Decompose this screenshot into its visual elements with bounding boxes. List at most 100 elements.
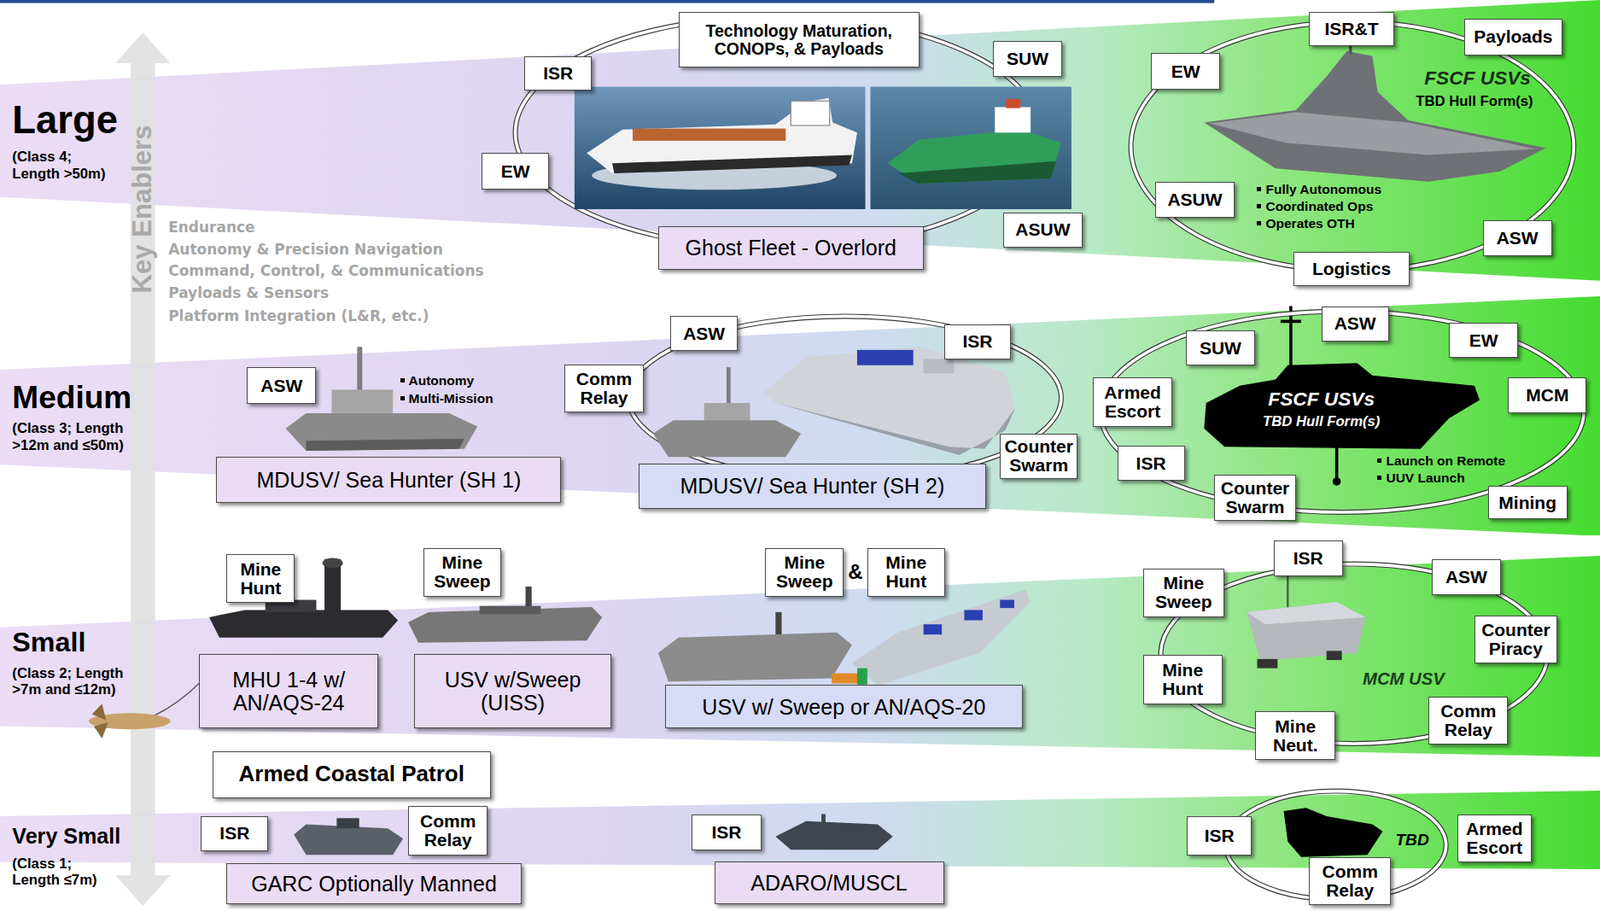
text-slot: (Class 4; Length >50m) bbox=[11, 148, 119, 182]
box-label: MCM bbox=[1525, 385, 1569, 405]
band-title: Large bbox=[11, 99, 133, 141]
box-label: Technology Maturation, CONOPs, & Payload… bbox=[683, 22, 916, 58]
platform-box: MDUSV/ Sea Hunter (SH 1) bbox=[216, 456, 561, 503]
label-slot: Key Enablers bbox=[127, 125, 158, 294]
mission-box: Armed Escort bbox=[1092, 377, 1173, 427]
usv-sweep-boats bbox=[923, 624, 943, 635]
ellipse-text: TBD Hull Form(s) bbox=[1397, 93, 1551, 110]
ellipse-text: Launch on Remote bbox=[1385, 453, 1506, 468]
mission-box: Counter Swarm bbox=[1214, 474, 1297, 521]
platform-box: ADARO/MUSCL bbox=[714, 861, 945, 905]
mission-box: MCM bbox=[1507, 377, 1587, 414]
box-label: Mine Sweep bbox=[427, 553, 497, 591]
text-slot: TBD Hull Form(s) bbox=[1244, 414, 1398, 430]
ellipse-rim bbox=[1130, 21, 1574, 271]
box-label: SUW bbox=[1006, 49, 1049, 69]
fscf-medium-silhouette bbox=[1280, 320, 1302, 324]
band-title: Medium bbox=[11, 380, 155, 415]
text-slot: UUV Launch bbox=[1377, 470, 1541, 485]
text-slot: FSCF USVs bbox=[1406, 67, 1549, 89]
box-label: GARC Optionally Manned bbox=[251, 872, 497, 895]
mission-box: ISR bbox=[524, 56, 592, 92]
mission-box: Mine Neut. bbox=[1255, 711, 1336, 760]
ghost-fleet-photo bbox=[586, 98, 858, 174]
ellipse-text: MCM USV bbox=[1344, 669, 1462, 689]
band-title: Small bbox=[11, 628, 135, 658]
box-label: EW bbox=[1469, 331, 1499, 351]
box-label: Mine Sweep bbox=[1147, 573, 1221, 612]
note-label: Multi-Mission bbox=[408, 391, 494, 406]
text-slot: Operates OTH bbox=[1256, 216, 1436, 231]
platform-box: GARC Optionally Manned bbox=[226, 863, 521, 905]
usv-sweep-boats bbox=[963, 610, 983, 621]
ghost-fleet-photo bbox=[790, 100, 830, 126]
bullet-square bbox=[1377, 475, 1382, 480]
text-slot: FSCF USVs bbox=[1244, 388, 1398, 410]
sea-hunter-2 bbox=[857, 350, 914, 366]
ellipse-text: Coordinated Ops bbox=[1265, 198, 1373, 214]
mission-box: Mine Sweep bbox=[764, 548, 844, 597]
box-label: ASW bbox=[1445, 567, 1488, 587]
box-label: Comm Relay bbox=[1432, 701, 1504, 740]
mission-box: ISR bbox=[1273, 540, 1344, 577]
ellipse-text: TBD Hull Form(s) bbox=[1244, 414, 1398, 430]
mission-box: Mine Hunt bbox=[1143, 654, 1223, 704]
sea-hunter-1 bbox=[306, 438, 465, 451]
usv-sweep-boats bbox=[857, 668, 868, 685]
band-subtitle: (Class 3; Length >12m and ≤50m) bbox=[11, 420, 147, 453]
box-label: ISR&T bbox=[1324, 19, 1379, 39]
mhu-boat bbox=[209, 610, 398, 638]
ellipse-text: FSCF USVs bbox=[1244, 388, 1398, 410]
box-label: Comm Relay bbox=[568, 369, 640, 408]
box-label: Armed Escort bbox=[1461, 819, 1528, 858]
box-label: Payloads bbox=[1473, 27, 1553, 47]
box-label: ADARO/MUSCL bbox=[750, 871, 907, 894]
mcm-usv bbox=[1256, 659, 1278, 669]
label-slot: Autonomy & Precision Navigation bbox=[168, 240, 444, 258]
box-label: Mining bbox=[1498, 493, 1557, 513]
mission-box: ISR bbox=[944, 324, 1012, 360]
text-slot: Launch on Remote bbox=[1377, 453, 1541, 468]
text-slot: MCM USV bbox=[1344, 669, 1462, 689]
garc-boat bbox=[336, 817, 359, 829]
band-subtitle: (Class 1; Length ≤7m) bbox=[11, 855, 115, 888]
mission-box: EW bbox=[481, 152, 549, 190]
mission-box: Comm Relay bbox=[564, 364, 644, 413]
mission-box: ISR bbox=[1117, 445, 1186, 481]
mission-box: ISR bbox=[691, 814, 761, 851]
box-label: Mine Hunt bbox=[230, 560, 291, 598]
box-label: ISR bbox=[219, 823, 250, 843]
label-slot: Platform Integration (L&R, etc.) bbox=[168, 307, 429, 325]
text-slot: TBD bbox=[1387, 830, 1437, 849]
box-label: USV w/ Sweep or AN/AQS-20 bbox=[701, 695, 986, 719]
sea-hunter-2 bbox=[726, 367, 731, 404]
label-slot: Endurance bbox=[168, 218, 255, 236]
box-label: Counter Swarm bbox=[1004, 437, 1074, 475]
sea-hunter-2 bbox=[923, 359, 955, 374]
ghost-fleet-photo bbox=[632, 128, 786, 141]
label-slot: Autonomy bbox=[400, 373, 475, 388]
mission-box: SUW bbox=[1185, 330, 1256, 366]
mission-box: ASW bbox=[1483, 220, 1553, 257]
box-label: Ghost Fleet - Overlord bbox=[685, 236, 897, 259]
mcm-usv bbox=[1286, 571, 1289, 613]
usv-sweep-boats bbox=[999, 600, 1015, 609]
mhu-boat bbox=[322, 558, 344, 569]
mission-box: ASW bbox=[670, 315, 738, 351]
label-slot: Payloads & Sensors bbox=[168, 284, 329, 302]
mcm-usv bbox=[1326, 650, 1343, 660]
mission-box: Mine Sweep bbox=[1143, 568, 1226, 618]
box-label: Counter Piracy bbox=[1478, 620, 1554, 659]
mission-box: Armed Coastal Patrol bbox=[212, 751, 491, 799]
ellipse-text: Operates OTH bbox=[1265, 216, 1355, 231]
box-label: MDUSV/ Sea Hunter (SH 2) bbox=[679, 474, 945, 497]
mission-box: Mining bbox=[1488, 485, 1568, 520]
box-label: EW bbox=[1171, 62, 1201, 82]
fscf-medium-silhouette bbox=[1332, 477, 1342, 486]
label-slot: & bbox=[847, 560, 863, 584]
box-label: MHU 1-4 w/ AN/AQS-24 bbox=[203, 668, 374, 714]
box-label: Mine Neut. bbox=[1259, 717, 1332, 755]
box-label: ISR bbox=[1136, 454, 1167, 473]
ghost-fleet-photo bbox=[574, 87, 1072, 210]
text-slot: Large bbox=[11, 99, 133, 141]
